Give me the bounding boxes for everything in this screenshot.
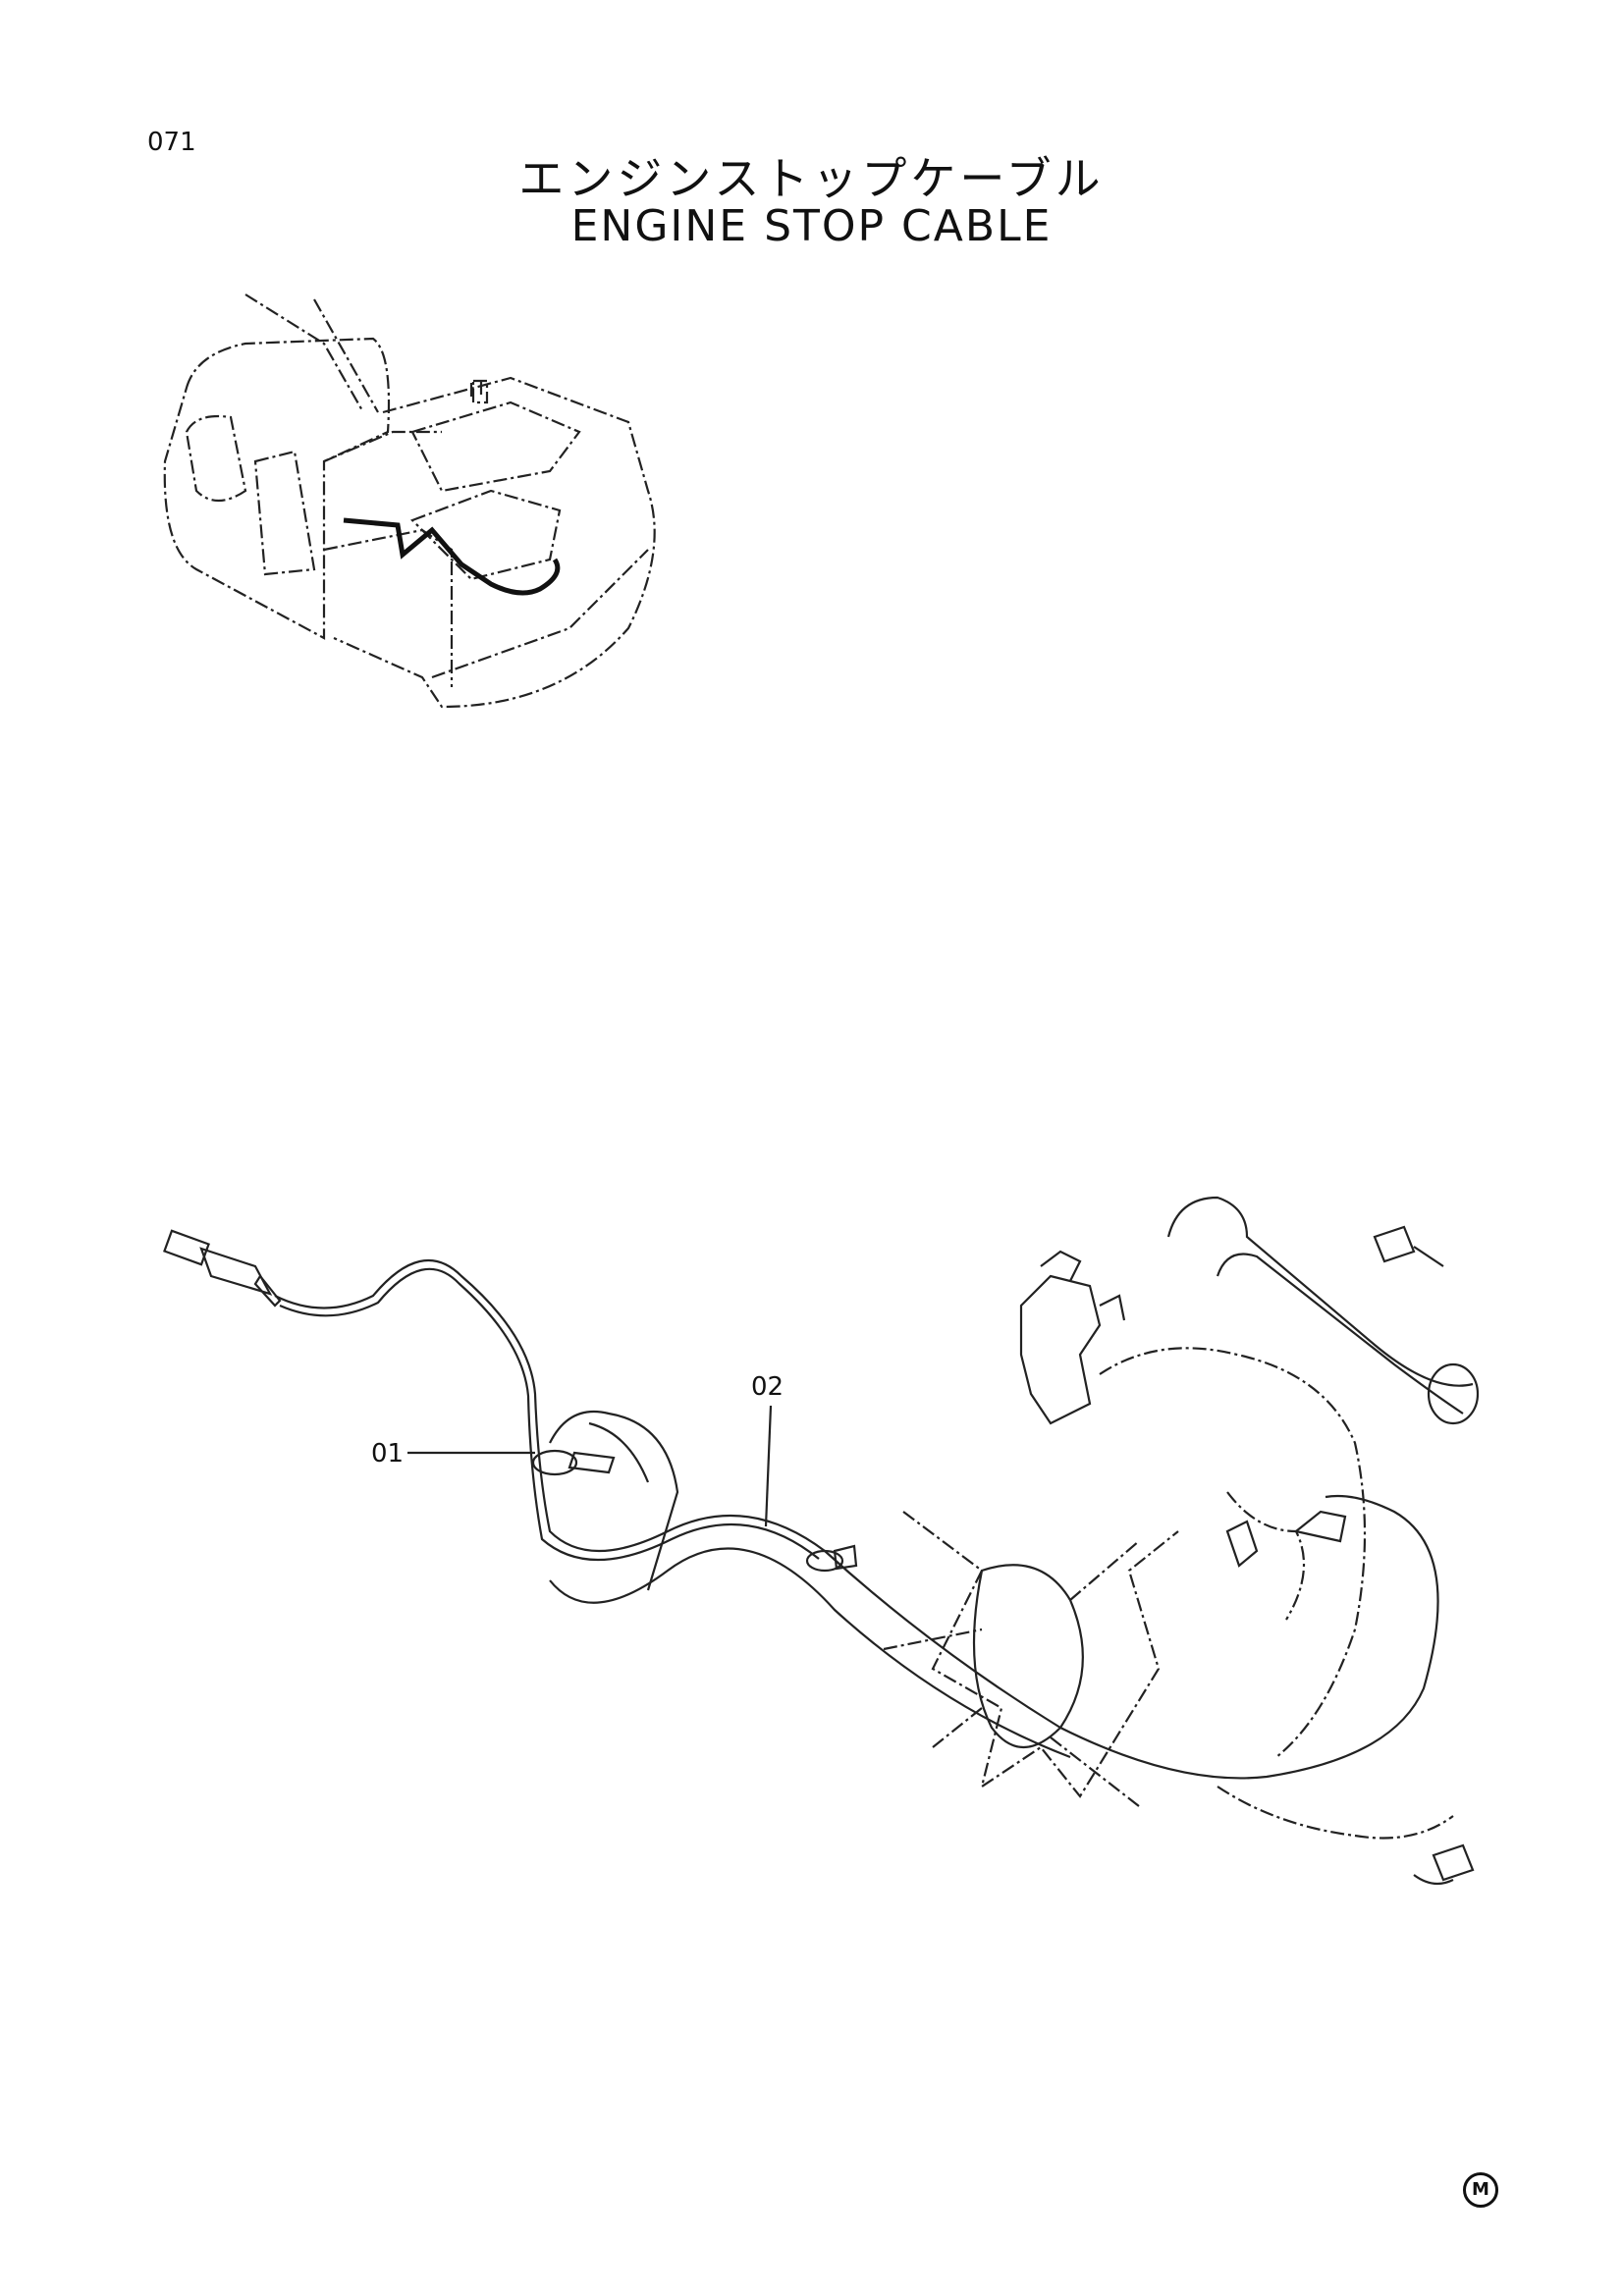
page-number: 071: [147, 128, 196, 157]
callout-label-01: 01: [371, 1439, 405, 1468]
corner-mark: M: [1463, 2172, 1498, 2208]
title-japanese: エンジンストップケーブル: [518, 152, 1105, 205]
cable-clamp-01: [531, 1449, 616, 1476]
excavator-cab-outline: [163, 294, 442, 640]
stop-lever-bracket: [1225, 1510, 1347, 1568]
excavator-body-outline: [323, 376, 656, 709]
callout-leader-02: [764, 1405, 773, 1527]
cable-guide-pipe: [549, 1410, 1071, 1759]
upper-radiator-hose: [1166, 1196, 1480, 1425]
engine-stop-cable: [274, 1259, 1439, 1780]
cable-clamp-02: [805, 1544, 858, 1573]
sensor-fitting: [1413, 1843, 1475, 1886]
radiator-fan: [883, 1511, 1179, 1807]
excavator-overview-drawing: [163, 294, 656, 709]
fuel-cap: [1373, 1225, 1444, 1267]
title-english: ENGINE STOP CABLE: [570, 201, 1053, 251]
cable-connector-end: [163, 1229, 282, 1308]
callout-label-02: 02: [751, 1372, 784, 1402]
thermostat-housing: [1019, 1250, 1126, 1425]
engine-stop-cable-highlight: [343, 517, 561, 596]
